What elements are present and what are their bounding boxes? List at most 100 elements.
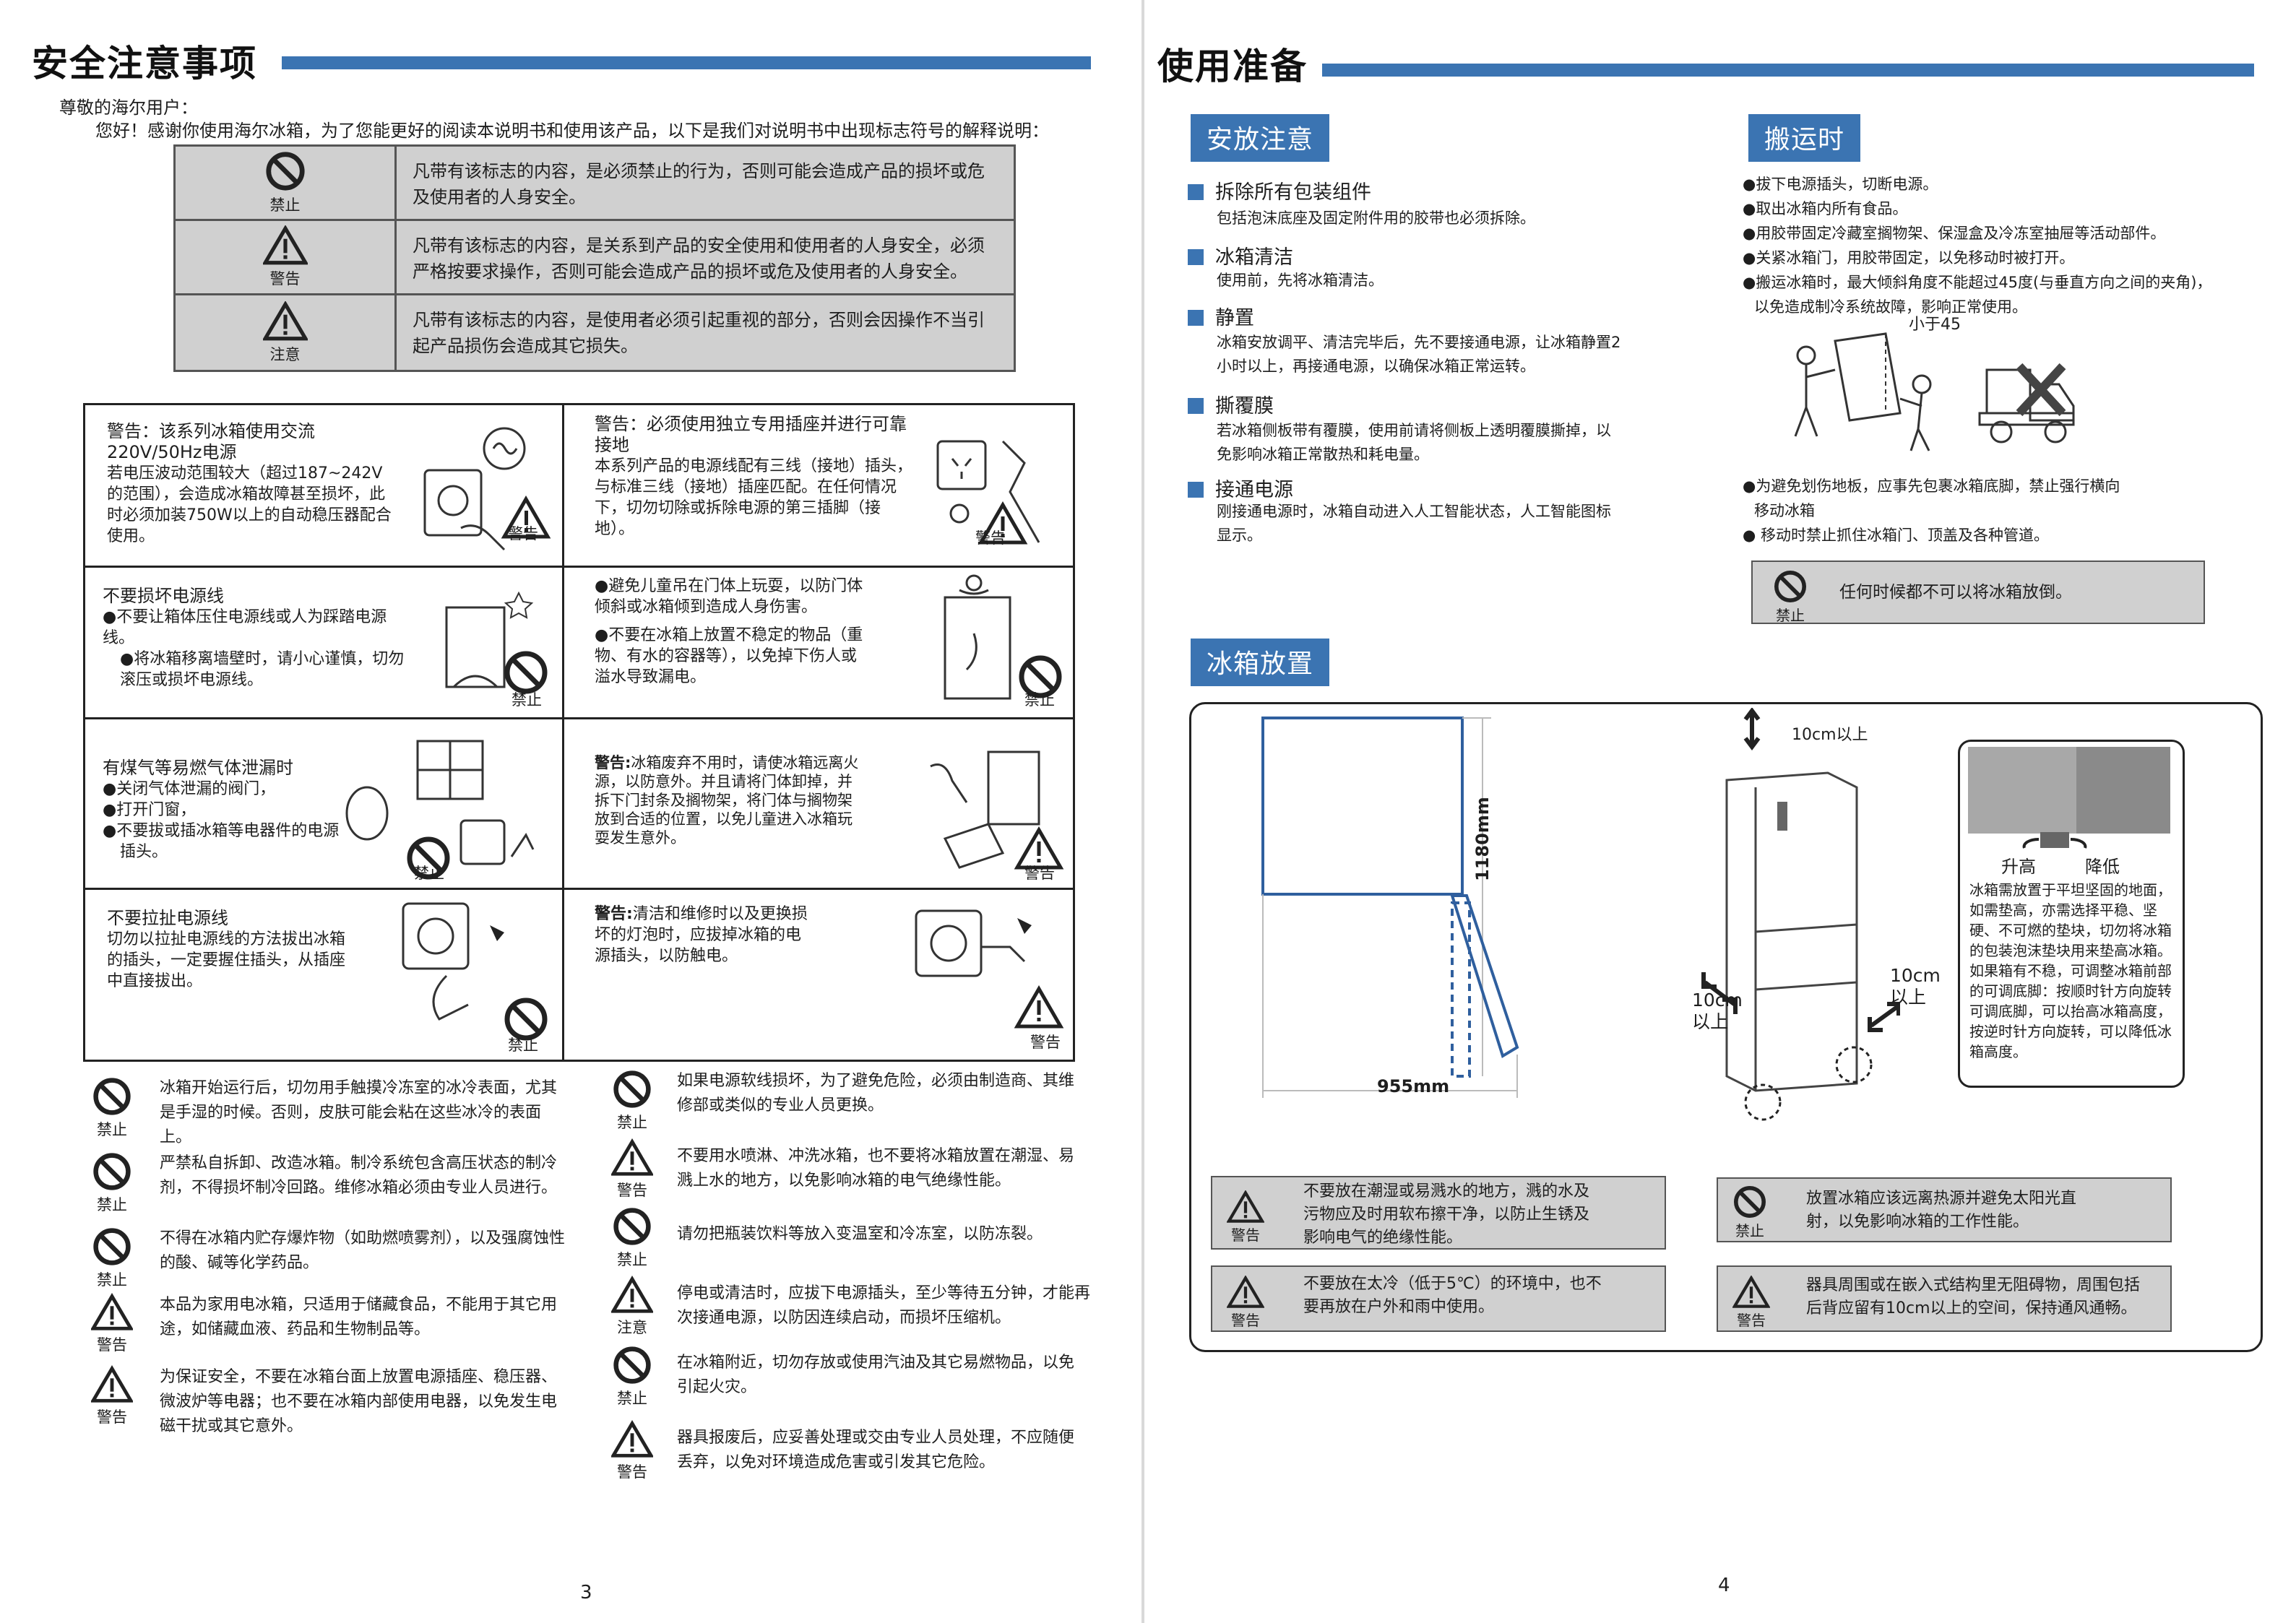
item-label: 禁止: [97, 1121, 127, 1138]
caution-icon: [610, 1275, 655, 1313]
gas-leak-illustration: [345, 740, 535, 880]
prep-title: 拆除所有包装组件: [1188, 176, 1371, 204]
height-dimension: 1180mm: [1472, 797, 1493, 881]
right-page: 使用准备 安放注意 拆除所有包装组件 包括泡沫底座及固定附件用的胶带也必须拆除。…: [1149, 0, 2296, 1623]
cell-label: 警告: [1030, 1034, 1061, 1051]
child-hanging-door-illustration: [944, 574, 1062, 700]
list-item: 禁止 在冰箱附近，切勿存放或使用汽油及其它易燃物品，以免引起火灾。: [610, 1345, 1102, 1410]
transport-item: ●取出冰箱内所有食品。: [1743, 200, 1908, 217]
cord-damage-illustration: [445, 591, 548, 694]
box-text: 放置冰箱应该远离热源并避免太阳光直射，以免影响冰箱的工作性能。: [1806, 1190, 2077, 1231]
cell-title: 警告：必须使用独立专用插座并进行可靠接地: [595, 414, 907, 455]
item-label: 禁止: [97, 1196, 127, 1213]
box-label: 警告: [1231, 1312, 1260, 1329]
cell-body: 本系列产品的电源线配有三线（接地）插头，与标准三线（接地）插座匹配。在任何情况下…: [595, 457, 913, 538]
prohibit-icon: [1734, 1186, 1766, 1218]
item-text: 在冰箱附近，切勿存放或使用汽油及其它易燃物品，以免引起火灾。: [677, 1354, 1075, 1396]
square-bullet-icon: [1188, 482, 1204, 498]
prep-title-text: 冰箱清洁: [1215, 246, 1293, 269]
box-label: 禁止: [1776, 607, 1805, 624]
list-item: 警告 不要用水喷淋、冲洗冰箱，也不要将冰箱放置在潮湿、易溅上水的地方，以免影响冰…: [610, 1138, 1102, 1203]
square-bullet-icon: [1188, 249, 1204, 265]
cell-label: 警告: [508, 525, 538, 542]
warning-icon: [1226, 1275, 1265, 1308]
box-label: 警告: [1231, 1226, 1260, 1244]
door-opening-dimension-diagram: [1261, 717, 1519, 1098]
cell-title: 不要损坏电源线: [103, 586, 224, 606]
item-label: 注意: [617, 1319, 647, 1336]
item-text: 本品为家用电冰箱，只适用于储藏食品，不能用于其它用途，如储藏血液、药品和生物制品…: [160, 1296, 558, 1338]
section-transport-title: 搬运时: [1748, 114, 1861, 162]
placement-warning-box: 警告 器具周围或在嵌入式结构里无阻碍物，周围包括后背应留有10cm以上的空间，保…: [1717, 1265, 2172, 1332]
fridge-clearance-diagram: [1701, 708, 1900, 1121]
grid-divider: [85, 566, 1073, 568]
grid-cell-power-cord: 不要损坏电源线 ●不要让箱体压住电源线或人为踩踏电源线。 ●将冰箱移离墙壁时，请…: [103, 586, 406, 691]
cell-bullet: ●不要拔或插冰箱等电器件的电源插头。: [103, 822, 340, 861]
grid-cell-children: ●避免儿童吊在门体上玩耍，以防门体倾斜或冰箱倾到造成人身伤害。 ●不要在冰箱上放…: [595, 576, 869, 688]
positioning-panel: [1189, 702, 2263, 1352]
raise-label: 升高: [2001, 857, 2036, 877]
item-text: 为保证安全，不要在冰箱台面上放置电源插座、稳压器、微波炉等电器；也不要在冰箱内部…: [160, 1368, 558, 1435]
item-text: 请勿把瓶装饮料等放入变温室和冷冻室，以防冻裂。: [677, 1225, 1043, 1243]
fridge-disposal-illustration: [930, 750, 1064, 870]
title-bar: [1322, 64, 2254, 77]
warning-icon: [90, 1292, 134, 1330]
cell-bullet: ●避免儿童吊在门体上玩耍，以防门体倾斜或冰箱倾到造成人身伤害。: [595, 577, 863, 616]
item-label: 禁止: [617, 1114, 647, 1131]
square-bullet-icon: [1188, 310, 1204, 326]
cell-label: 禁止: [508, 1036, 538, 1054]
prohibit-icon: [613, 1346, 651, 1384]
leveling-text: 冰箱需放置于平坦坚固的地面，如需垫高，亦需选择平稳、坚硬、不可燃的垫块，切勿将冰…: [1969, 881, 2172, 1060]
item-label: 警告: [97, 1408, 127, 1426]
box-label: 警告: [1737, 1312, 1766, 1329]
cell-label: 警告: [975, 529, 1006, 547]
legend-text: 凡带有该标志的内容，是必须禁止的行为，否则可能会造成产品的损坏或危及使用者的人身…: [413, 161, 985, 207]
carrying-fridge-illustration: [1794, 332, 2075, 451]
list-item: 警告 为保证安全，不要在冰箱台面上放置电源插座、稳压器、微波炉等电器；也不要在冰…: [90, 1364, 582, 1445]
prep-title: 接通电源: [1188, 474, 1293, 502]
transport-item: 以免造成制冷系统故障，影响正常使用。: [1754, 298, 2027, 316]
cell-label: 禁止: [1024, 691, 1055, 709]
prep-title-text: 拆除所有包装组件: [1215, 181, 1371, 204]
grid-cell-pull-cord: 不要拉扯电源线 切勿以拉扯电源线的方法拔出冰箱的插头，一定要握住插头，从插座中直…: [107, 908, 345, 992]
item-label: 警告: [617, 1182, 647, 1199]
item-text: 严禁私自拆卸、改造冰箱。制冷系统包含高压状态的制冷剂，不得损坏制冷回路。维修冰箱…: [160, 1154, 558, 1197]
box-text: 器具周围或在嵌入式结构里无阻碍物，周围包括后背应留有10cm以上的空间，保持通风…: [1806, 1276, 2141, 1317]
caution-icon: [262, 300, 308, 340]
box-text: 不要放在潮湿或易溅水的地方，溅的水及污物应及时用软布擦干净，以防止生锈及影响电气…: [1303, 1182, 1590, 1247]
width-dimension: 955mm: [1377, 1076, 1450, 1096]
grid-cell-cleaning: 警告:清洁和维修时以及更换损坏的灯泡时，应拔掉冰箱的电源插头，以防触电。: [595, 904, 811, 966]
grid-divider: [85, 717, 1073, 719]
legend-label: 禁止: [269, 196, 301, 214]
prep-body: 若冰箱侧板带有覆膜，使用前请将侧板上透明覆膜撕掉，以免影响冰箱正常散热和耗电量。: [1217, 422, 1611, 463]
square-bullet-icon: [1188, 398, 1204, 414]
cell-body: 冰箱废弃不用时，请使冰箱远离火源，以防意外。并且请将门体卸掉，并拆下门封条及搁物…: [595, 754, 859, 847]
warning-icon: [610, 1138, 655, 1176]
legend-row-caution: 注意 凡带有该标志的内容，是使用者必须引起重视的部分，否则会因操作不当引起产品损…: [176, 295, 1014, 370]
right-clearance-label: 10cm 以上: [1890, 965, 1941, 1008]
prep-body: 使用前，先将冰箱清洁。: [1217, 272, 1384, 289]
transport-item: ●拔下电源插头，切断电源。: [1743, 176, 1938, 193]
page-spine: [1141, 0, 1144, 1623]
box-label: 禁止: [1735, 1222, 1764, 1239]
prohibit-icon: [613, 1070, 651, 1108]
grid-divider: [85, 888, 1073, 890]
cell-bullet: ●不要让箱体压住电源线或人为踩踏电源线。: [103, 608, 387, 647]
list-item: 禁止 请勿把瓶装饮料等放入变温室和冷冻室，以防冻裂。: [610, 1206, 1102, 1268]
list-item: 注意 停电或清洁时，应拔下电源插头，至少等待五分钟，才能再次接通电源，以防因连续…: [610, 1275, 1102, 1341]
transport-item: ●搬运冰箱时，最大倾斜角度不能超过45度(与垂直方向之间的夹角)，: [1743, 274, 2212, 291]
placement-warning-box: 警告 不要放在太冷（低于5℃）的环境中，也不要再放在户外和雨中使用。: [1211, 1265, 1666, 1332]
square-bullet-icon: [1188, 184, 1204, 200]
page-number: 4: [1718, 1575, 1730, 1596]
item-label: 禁止: [97, 1271, 127, 1289]
lower-label: 降低: [2085, 857, 2120, 877]
grid-cell-voltage: 警告：该系列冰箱使用交流220V/50Hz电源 若电压波动范围较大（超过187~…: [107, 421, 396, 547]
section-positioning-title: 冰箱放置: [1191, 639, 1330, 686]
item-label: 警告: [617, 1463, 647, 1481]
prep-body: 刚接通电源时，冰箱自动进入人工智能状态，人工智能图标显示。: [1217, 503, 1611, 544]
legend-text: 凡带有该标志的内容，是关系到产品的安全使用和使用者的人身安全，必须严格按要求操作…: [413, 235, 985, 282]
legend-text: 凡带有该标志的内容，是使用者必须引起重视的部分，否则会因操作不当引起产品损伤会造…: [413, 310, 985, 356]
left-clearance-label: 10cm 以上: [1692, 990, 1743, 1032]
box-text: 任何时候都不可以将冰箱放倒。: [1839, 583, 2072, 602]
socket-surge-illustration: [423, 427, 551, 551]
